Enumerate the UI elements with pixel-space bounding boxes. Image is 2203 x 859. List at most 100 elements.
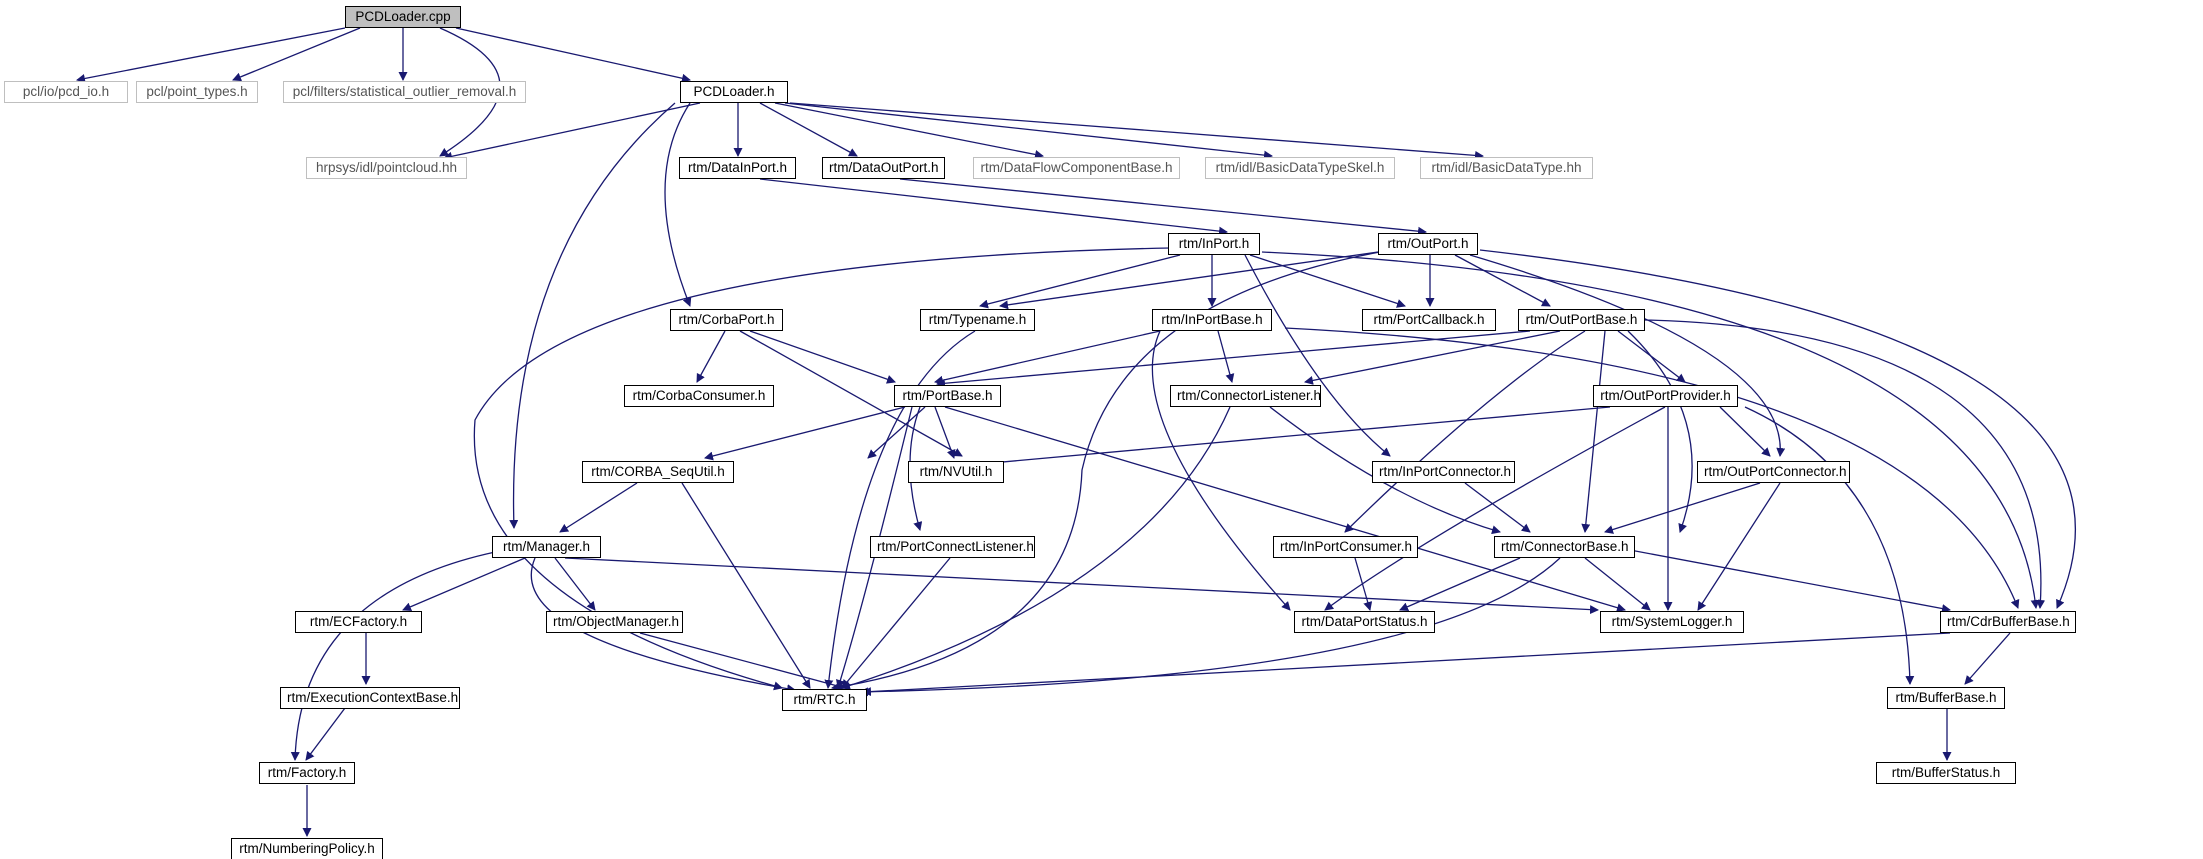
node-nvutil[interactable]: rtm/NVUtil.h [908,461,1004,483]
edge [639,632,846,691]
node-outportprovider[interactable]: rtm/OutPortProvider.h [1593,385,1738,407]
edge [1454,254,1551,307]
node-portcallback[interactable]: rtm/PortCallback.h [1362,309,1496,331]
edge [739,330,963,457]
edge [1269,406,1501,535]
node-outport[interactable]: rtm/OutPort.h [1378,233,1478,255]
node-pcl-io[interactable]: pcl/io/pcd_io.h [4,81,128,103]
edge [443,102,701,161]
node-basicdatatypeskel[interactable]: rtm/idl/BasicDataTypeSkel.h [1205,157,1395,179]
edge [232,27,361,82]
edge [1244,254,1391,457]
edge [1324,406,1666,611]
node-dataflowcomponentbase[interactable]: rtm/DataFlowComponentBase.h [973,157,1180,179]
edge [759,178,1228,236]
edge [664,102,692,307]
edge [1644,319,2046,609]
node-connectorbase[interactable]: rtm/ConnectorBase.h [1494,536,1635,558]
node-typename[interactable]: rtm/Typename.h [920,309,1035,331]
node-outportconnector[interactable]: rtm/OutPortConnector.h [1697,461,1850,483]
edge [774,102,1044,159]
node-pcl-filters[interactable]: pcl/filters/statistical_outlier_removal.… [283,81,526,103]
node-executioncontextbase[interactable]: rtm/ExecutionContextBase.h [280,687,460,709]
edge [1744,406,1915,685]
node-pcdloader-cpp[interactable]: PCDLoader.cpp [345,6,461,28]
node-portbase[interactable]: rtm/PortBase.h [894,385,1001,407]
edge [1151,330,1291,611]
edge [564,557,1599,615]
edge [957,406,1611,470]
node-corba-sequtil[interactable]: rtm/CORBA_SeqUtil.h [582,461,734,483]
node-bufferstatus[interactable]: rtm/BufferStatus.h [1876,762,2016,784]
node-rtc[interactable]: rtm/RTC.h [782,689,867,711]
node-basicdatatype[interactable]: rtm/idl/BasicDataType.hh [1420,157,1593,179]
node-inport[interactable]: rtm/InPort.h [1168,233,1260,255]
edge [1627,330,1693,533]
node-inportconsumer[interactable]: rtm/InPortConsumer.h [1273,536,1418,558]
node-inportconnector[interactable]: rtm/InPortConnector.h [1372,461,1515,483]
node-numberingpolicy[interactable]: rtm/NumberingPolicy.h [231,838,383,859]
edge [749,330,896,384]
edge [1629,549,1951,613]
edge [704,406,906,461]
node-pcl-point-types[interactable]: pcl/point_types.h [136,81,258,103]
node-ecfactory[interactable]: rtm/ECFactory.h [295,611,422,633]
node-inportbase[interactable]: rtm/InPortBase.h [1152,309,1272,331]
edge [862,632,1951,697]
edge [1581,330,1606,533]
edge [824,330,976,689]
node-connectorlistener[interactable]: rtm/ConnectorListener.h [1170,385,1321,407]
edge [1479,249,2076,609]
node-dataportstatus[interactable]: rtm/DataPortStatus.h [1294,611,1435,633]
edge [509,102,676,529]
node-bufferbase[interactable]: rtm/BufferBase.h [1887,687,2005,709]
edge [999,251,1379,310]
node-outportbase[interactable]: rtm/OutPortBase.h [1518,309,1645,331]
edge [76,27,346,83]
node-portconnectlistener[interactable]: rtm/PortConnectListener.h [870,536,1035,558]
edge [979,254,1181,309]
edge [1964,632,2011,685]
edge [1697,482,1781,611]
edge [934,406,956,459]
edge [1399,557,1521,611]
edge [1217,330,1235,383]
edge [784,102,1273,160]
edge [1469,254,1786,457]
node-objectmanager[interactable]: rtm/ObjectManager.h [546,611,683,633]
node-corbaport[interactable]: rtm/CorbaPort.h [670,309,783,331]
node-factory[interactable]: rtm/Factory.h [259,762,355,784]
node-datainport[interactable]: rtm/DataInPort.h [679,157,796,179]
node-cdrbufferbase[interactable]: rtm/CdrBufferBase.h [1940,611,2076,633]
edge [1354,557,1373,611]
edge [759,102,858,157]
node-pcdloader-h[interactable]: PCDLoader.h [680,81,788,103]
edge [1464,482,1531,533]
edge [455,27,691,83]
edge [1719,406,1771,457]
edge [1604,482,1761,534]
node-corbaconsumer[interactable]: rtm/CorbaConsumer.h [624,385,774,407]
edge [841,406,1231,690]
node-dataoutport[interactable]: rtm/DataOutPort.h [822,157,945,179]
edge [936,330,1531,388]
edge [1304,330,1561,385]
node-systemlogger[interactable]: rtm/SystemLogger.h [1600,611,1744,633]
edge [290,549,506,761]
edge [859,557,1561,697]
edge [559,482,638,533]
edge [789,102,1484,160]
edge [696,330,726,383]
edge [554,557,596,611]
edge [1344,330,1586,533]
edge [305,707,346,761]
edge [944,406,1626,613]
edge [899,178,1427,236]
node-manager[interactable]: rtm/Manager.h [492,536,601,558]
edge [1584,557,1651,611]
edge [934,330,1161,385]
node-pointcloud[interactable]: hrpsys/idl/pointcloud.hh [306,157,467,179]
edge [1261,251,2040,609]
